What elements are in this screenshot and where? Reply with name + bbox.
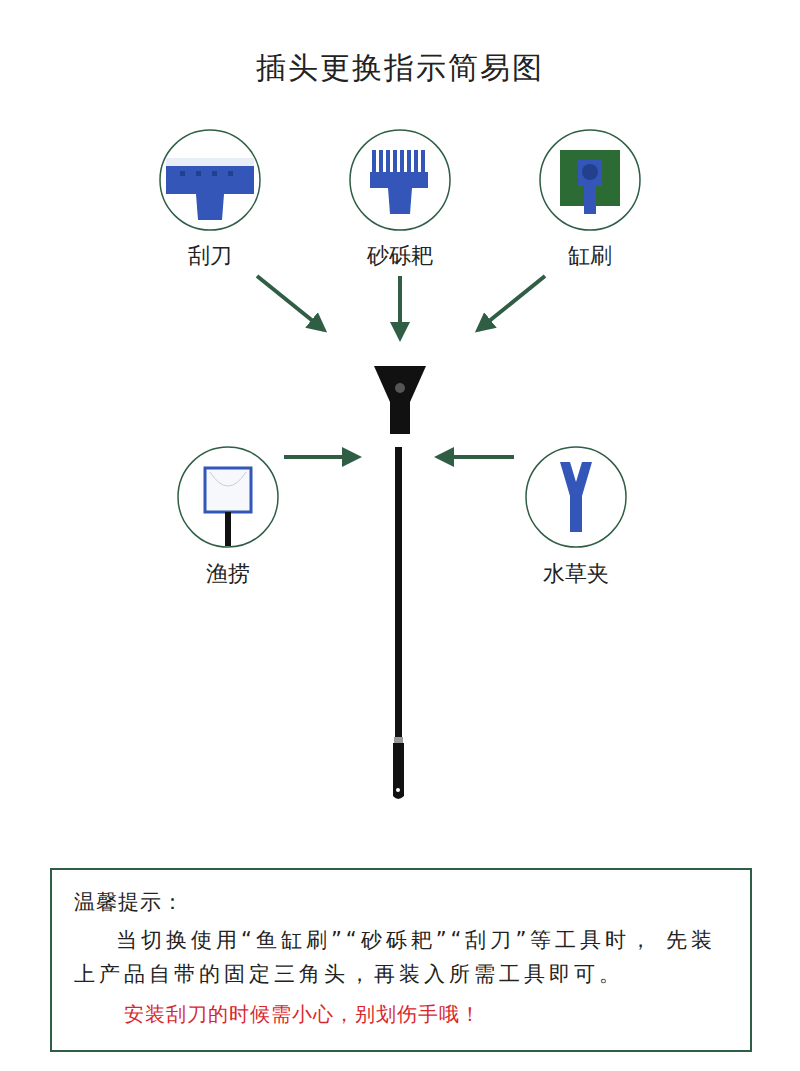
tool-label: 渔捞	[163, 559, 293, 589]
tool-node: 砂砾耙	[335, 125, 465, 275]
warning-text: 安装刮刀的时候需小心，别划伤手哦！	[74, 1001, 724, 1028]
tool-label: 水草夹	[511, 559, 641, 589]
diagram-title: 插头更换指示简易图	[0, 48, 800, 89]
tool-label: 刮刀	[145, 241, 275, 271]
tool-label: 砂砾耙	[335, 241, 465, 271]
tool-label: 缸刷	[525, 241, 655, 271]
tool-node: 刮刀	[145, 125, 275, 275]
note-box: 温馨提示： 当切换使用“鱼缸刷”“砂砾耙”“刮刀”等工具时， 先装上产品自带的固定…	[50, 868, 752, 1052]
tool-node: 缸刷	[525, 125, 655, 275]
tool-node: 水草夹	[511, 442, 641, 592]
note-heading: 温馨提示：	[74, 888, 724, 916]
note-body: 当切换使用“鱼缸刷”“砂砾耙”“刮刀”等工具时， 先装上产品自带的固定三角头，再…	[74, 924, 724, 991]
tool-node: 渔捞	[163, 442, 293, 592]
